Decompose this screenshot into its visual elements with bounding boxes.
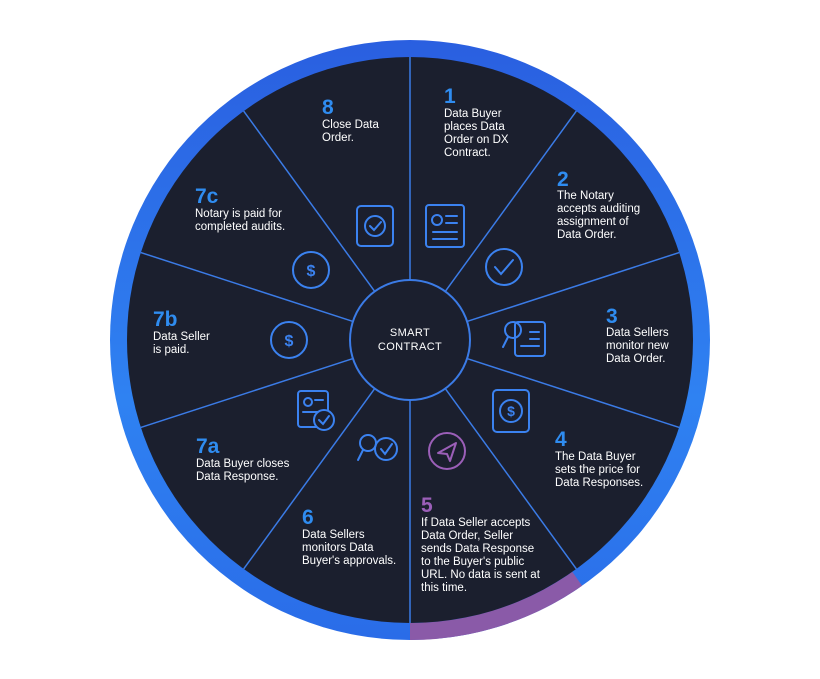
- dollar-circle-icon: $: [292, 251, 330, 289]
- svg-text:$: $: [307, 263, 316, 280]
- center-label: SMART CONTRACT: [377, 327, 443, 353]
- step-8-number: 8: [322, 96, 334, 119]
- magnify-document-icon: [502, 321, 546, 357]
- svg-text:$: $: [285, 333, 294, 350]
- step-1-text: Data Buyer places Data Order on DX Contr…: [444, 108, 509, 159]
- step-7a-text: Data Buyer closes Data Response.: [196, 458, 290, 483]
- step-3-number: 3: [606, 305, 618, 328]
- magnify-check-icon: [357, 434, 398, 461]
- dollar-square-icon: $: [492, 389, 530, 433]
- send-circle-icon: [428, 432, 466, 470]
- step-7c-number: 7c: [195, 185, 219, 208]
- step-6-number: 6: [302, 506, 314, 529]
- step-7b-number: 7b: [153, 308, 178, 331]
- svg-text:$: $: [507, 403, 515, 419]
- step-5-text: If Data Seller accepts Data Order, Selle…: [421, 517, 540, 594]
- segment-divider: [140, 357, 354, 429]
- step-7b-text: Data Seller is paid.: [153, 331, 210, 356]
- center-hub: [349, 279, 471, 401]
- segment-divider: [466, 251, 680, 323]
- step-8-text: Close Data Order.: [322, 119, 379, 144]
- segment-divider: [243, 110, 376, 292]
- step-2-number: 2: [557, 168, 569, 191]
- segment-divider: [444, 388, 577, 570]
- step-2-text: The Notary accepts auditing assignment o…: [557, 190, 641, 241]
- step-5-number: 5: [421, 494, 433, 517]
- dollar-circle-icon: $: [270, 321, 308, 359]
- step-7c-text: Notary is paid for completed audits.: [195, 208, 286, 233]
- segment-divider: [444, 110, 577, 292]
- segment-divider: [466, 357, 680, 429]
- document-id-icon: [425, 204, 465, 248]
- check-circle-icon: [485, 248, 523, 286]
- segment-divider: [243, 388, 376, 570]
- step-1-number: 1: [444, 85, 456, 108]
- step-3-text: Data Sellers monitor new Data Order.: [606, 327, 669, 365]
- step-4-text: The Data Buyer sets the price for Data R…: [555, 451, 644, 489]
- segment-divider: [140, 251, 354, 323]
- step-7a-number: 7a: [196, 435, 220, 458]
- outer-ring-purple-arc: [410, 571, 583, 640]
- step-6-text: Data Sellers monitors Data Buyer's appro…: [302, 529, 397, 567]
- step-4-number: 4: [555, 428, 567, 451]
- document-check-icon: [297, 390, 335, 431]
- segment-dividers: [140, 57, 680, 623]
- check-square-icon: [356, 205, 394, 247]
